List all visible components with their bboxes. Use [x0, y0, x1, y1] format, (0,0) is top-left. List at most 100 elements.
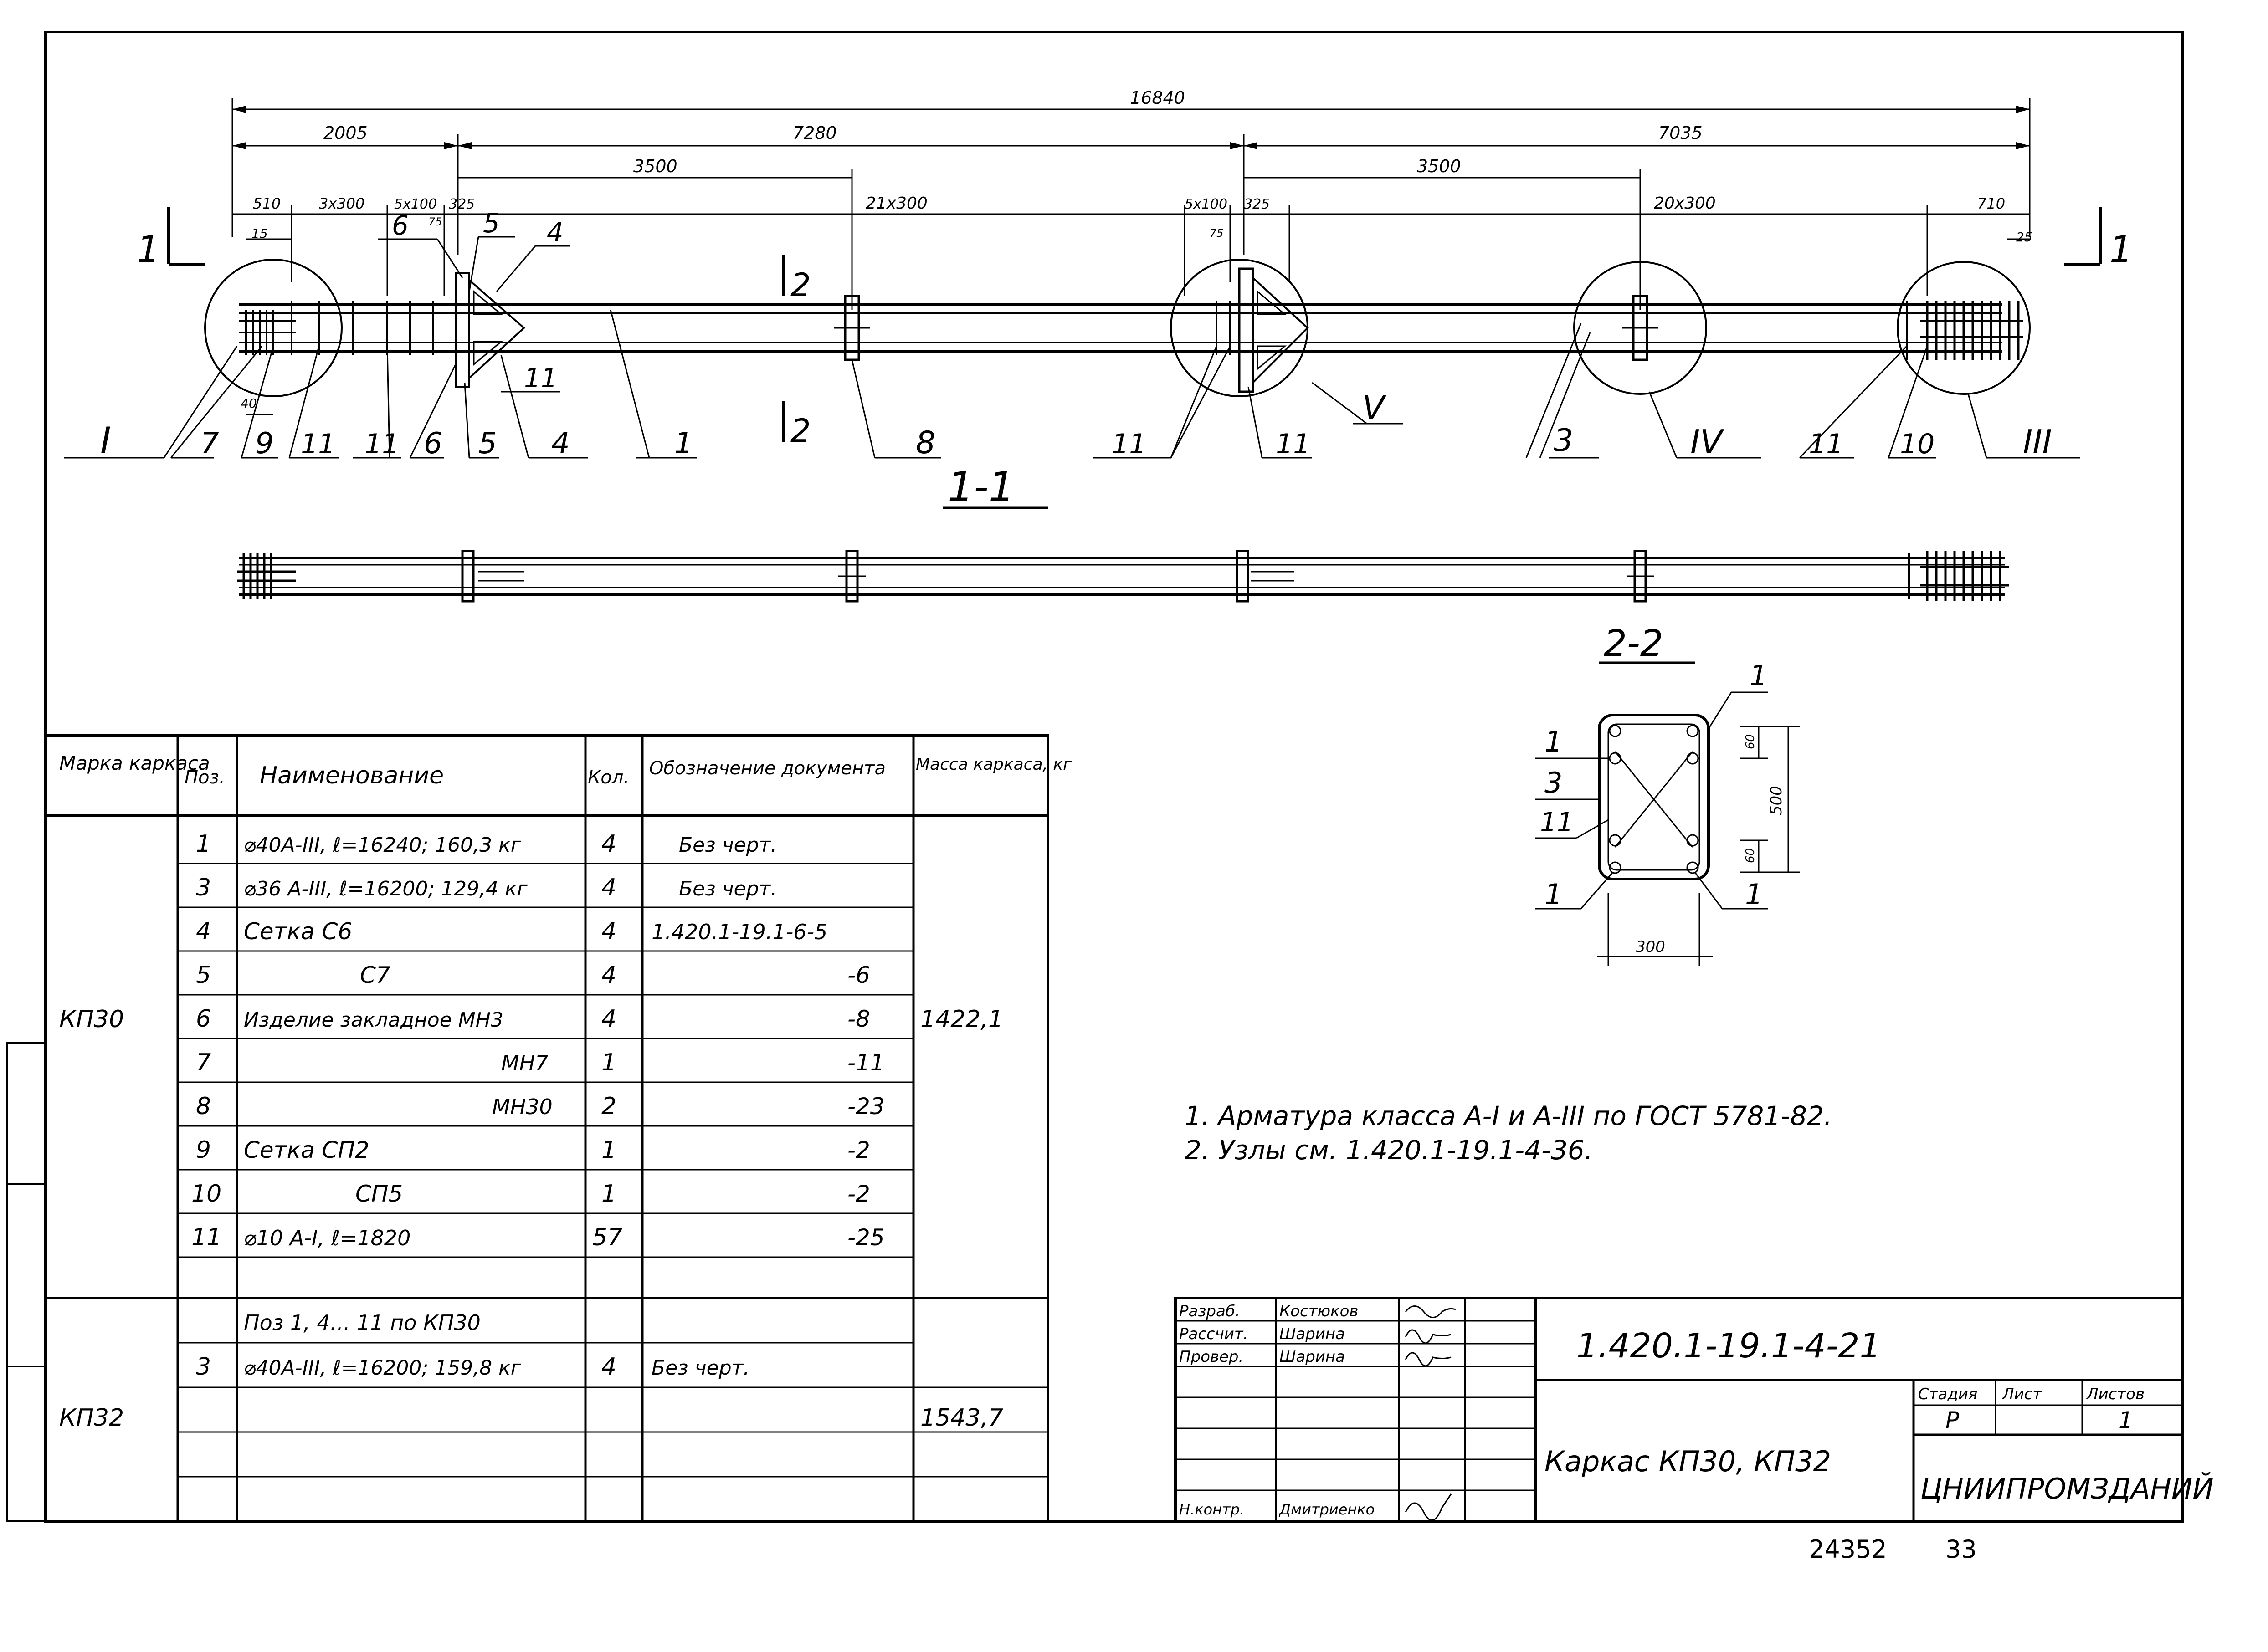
svg-text:1: 1 [196, 830, 211, 858]
header-name: Наименование [260, 762, 444, 789]
svg-text:1.420.1-19.1-6-5: 1.420.1-19.1-6-5 [652, 920, 827, 944]
dim-sub-left: 3500 [633, 156, 677, 176]
dim-15: 15 [251, 226, 268, 241]
svg-text:3: 3 [196, 1353, 211, 1381]
inventory-number: 24352 [1809, 1535, 1887, 1564]
dim-25: 25 [2016, 230, 2032, 245]
svg-text:-8: -8 [847, 1006, 870, 1032]
table-row: 5 С7 4 -6 [196, 962, 870, 989]
dim-seg-left: 2005 [323, 123, 368, 143]
svg-text:⌀10 А-I, ℓ=1820: ⌀10 А-I, ℓ=1820 [244, 1226, 410, 1250]
callout-11c: 11 [1112, 428, 1146, 460]
svg-text:4: 4 [601, 874, 616, 901]
page-number: 33 [1945, 1535, 1977, 1564]
svg-text:1: 1 [601, 1049, 616, 1076]
header-qty: Кол. [588, 767, 629, 788]
svg-text:4: 4 [601, 1005, 616, 1033]
callout-3: 3 [1554, 423, 1573, 459]
svg-text:1: 1 [137, 228, 160, 271]
svg-text:Без черт.: Без черт. [652, 1356, 749, 1380]
table-row: 3 ⌀40А-III, ℓ=16200; 159,8 кг 4 Без черт… [196, 1353, 749, 1381]
table-row: 11 ⌀10 А-I, ℓ=1820 57 -25 [191, 1224, 885, 1251]
dimension-ticks [232, 106, 2030, 149]
s22-callout-3: 3 [1544, 766, 1562, 799]
s22-dim-small-top: 60 [1744, 734, 1757, 749]
svg-text:1: 1 [2109, 228, 2133, 271]
mass-kp30: 1422,1 [920, 1006, 1003, 1033]
header-doc: Обозначение документа [649, 758, 886, 779]
svg-text:Сетка СП2: Сетка СП2 [244, 1137, 369, 1163]
document-code: 1.420.1-19.1-4-21 [1576, 1326, 1881, 1366]
svg-text:4: 4 [601, 918, 616, 945]
callout-11a: 11 [301, 428, 335, 460]
dim-5x100-mid: 5x100 [1185, 196, 1227, 212]
svg-text:-2: -2 [847, 1137, 870, 1163]
callout-8: 8 [916, 425, 935, 461]
mark-kp30: КП30 [59, 1006, 124, 1033]
s22-dim-small-bottom: 60 [1744, 848, 1757, 863]
drawing-title: Каркас КП30, КП32 [1544, 1445, 1831, 1478]
svg-text:Шарина: Шарина [1279, 1348, 1345, 1366]
callout-5: 5 [478, 427, 497, 460]
svg-text:1: 1 [601, 1136, 616, 1164]
svg-text:-11: -11 [847, 1049, 885, 1076]
svg-text:С7: С7 [360, 962, 390, 988]
spec-table-header: Марка каркаса Поз. Наименование Кол. Обо… [59, 752, 1072, 789]
svg-text:7: 7 [196, 1049, 211, 1076]
svg-text:8: 8 [196, 1093, 211, 1120]
dim-75-left: 75 [428, 215, 442, 228]
svg-text:5: 5 [196, 962, 211, 989]
dim-325-mid: 325 [1244, 196, 1270, 212]
svg-text:Без черт.: Без черт. [679, 834, 777, 857]
signatures [1405, 1305, 1456, 1521]
section-cut-2: 2 2 [782, 255, 811, 450]
dim-325-left: 325 [449, 196, 475, 212]
svg-text:МН30: МН30 [492, 1095, 553, 1119]
svg-text:2: 2 [601, 1093, 616, 1120]
svg-text:⌀40А-III, ℓ=16240; 160,3 кг: ⌀40А-III, ℓ=16240; 160,3 кг [244, 834, 522, 857]
svg-text:3: 3 [196, 874, 211, 901]
leader-lines [64, 236, 2080, 459]
section-cut-left: 1 [137, 207, 205, 271]
callout-10: 10 [1900, 428, 1934, 460]
svg-text:Провер.: Провер. [1179, 1348, 1243, 1366]
callout-6: 6 [424, 427, 442, 460]
sheets-value: 1 [2119, 1407, 2133, 1433]
svg-text:Шарина: Шарина [1279, 1325, 1345, 1343]
callout-top-6: 6 [392, 210, 409, 241]
table-row: 7 МН7 1 -11 [196, 1049, 885, 1076]
dim-seg-right: 7035 [1658, 123, 1703, 143]
table-row: 10 СП5 1 -2 [191, 1180, 870, 1207]
svg-text:-6: -6 [847, 962, 870, 988]
table-row: 6 Изделие закладное МН3 4 -8 [196, 1005, 870, 1033]
s22-callout-1-left: 1 [1544, 725, 1562, 758]
header-mark: Марка каркаса [59, 752, 210, 774]
table-row: 9 Сетка СП2 1 -2 [196, 1136, 870, 1164]
svg-text:МН7: МН7 [501, 1051, 549, 1075]
binding-margin [6, 1042, 46, 1522]
dimension-chains [231, 98, 2031, 415]
callout-11b: 11 [364, 428, 399, 460]
title-block-roles: Разраб. Рассчит. Провер. Н.контр. Костюк… [1179, 1302, 1375, 1518]
svg-text:4: 4 [601, 962, 616, 989]
s22-callout-11: 11 [1540, 807, 1574, 838]
svg-text:Без черт.: Без черт. [679, 877, 777, 900]
section-2-2 [1535, 691, 1800, 966]
svg-text:Разраб.: Разраб. [1179, 1302, 1240, 1320]
callout-top-4: 4 [547, 217, 564, 248]
sheet-label: Лист [2001, 1385, 2042, 1403]
callout-11e: 11 [1809, 428, 1843, 460]
spec-group-kp30: КП30 1422,1 1 ⌀40А-III, ℓ=16240; 160,3 к… [59, 830, 1003, 1251]
dim-510: 510 [253, 195, 281, 212]
header-mass: Масса каркаса, кг [916, 755, 1072, 774]
view-title-1-1: 1-1 [948, 463, 1015, 511]
s22-callout-1-br: 1 [1745, 878, 1763, 911]
section-2-2-title: 2-2 [1604, 622, 1663, 665]
table-row: 4 Сетка С6 4 1.420.1-19.1-6-5 [196, 918, 827, 945]
callout-node-IV: IV [1690, 423, 1724, 461]
spec-table-rowlines [178, 863, 1048, 1478]
dim-sub-right: 3500 [1417, 156, 1461, 176]
callout-4: 4 [551, 427, 570, 460]
callout-7: 7 [200, 427, 219, 460]
